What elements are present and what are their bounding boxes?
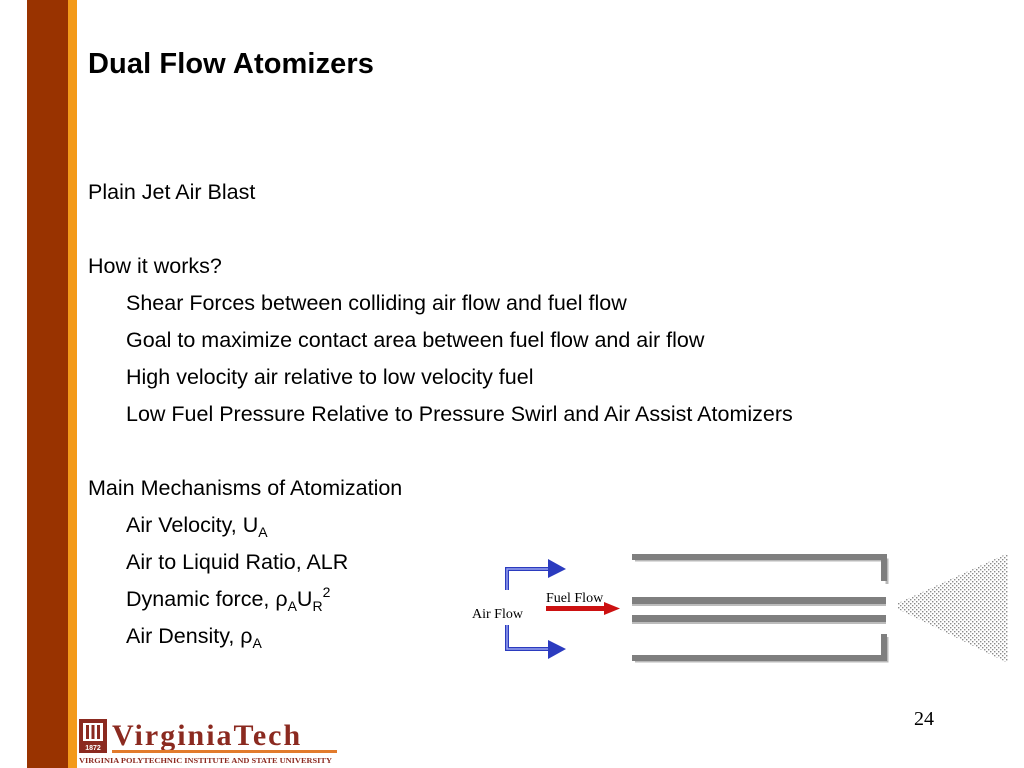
air-velocity-text: Air Velocity, U — [126, 513, 259, 537]
fuel-flow-label: Fuel Flow — [546, 591, 604, 606]
air-density-text: Air Density, ρ — [126, 624, 253, 648]
dynamic-force-sub-a: A — [287, 598, 297, 614]
air-velocity-subscript: A — [258, 524, 268, 540]
sub-bullet-contact-area: Goal to maximize contact area between fu… — [126, 328, 705, 352]
page-number: 24 — [914, 708, 934, 730]
atomizer-diagram: Fuel Flow Air Flow — [472, 553, 1008, 665]
bullet-how-it-works: How it works? — [88, 254, 222, 278]
air-flow-arrow-bottom — [505, 625, 566, 659]
air-flow-arrow-top — [505, 559, 566, 590]
sub-bullet-high-velocity: High velocity air relative to low veloci… — [126, 365, 534, 389]
air-flow-label: Air Flow — [472, 607, 524, 622]
logo-tagline: VIRGINIA POLYTECHNIC INSTITUTE AND STATE… — [79, 756, 333, 765]
sub-bullet-air-liquid-ratio: Air to Liquid Ratio, ALR — [126, 550, 349, 574]
sub-bullet-low-fuel-pressure: Low Fuel Pressure Relative to Pressure S… — [126, 402, 793, 426]
spray-cone — [898, 553, 1008, 663]
left-accent-bar-maroon — [27, 0, 68, 768]
vt-shield-icon: 1872 — [79, 719, 107, 753]
nozzle-housing — [632, 553, 889, 665]
virginia-tech-logo: 1872 VirginiaTech VIRGINIA POLYTECHNIC I… — [79, 719, 337, 765]
logo-underline — [112, 750, 337, 753]
logo-wordmark: VirginiaTech — [112, 719, 302, 752]
fuel-flow-arrow — [546, 602, 620, 615]
sub-bullet-air-density: Air Density, ρA — [126, 624, 262, 651]
sub-bullet-air-velocity: Air Velocity, UA — [126, 513, 268, 540]
bullet-plain-jet-air-blast: Plain Jet Air Blast — [88, 180, 256, 204]
air-density-subscript: A — [252, 635, 262, 651]
slide-title: Dual Flow Atomizers — [88, 48, 375, 80]
dynamic-force-text: Dynamic force, ρ — [126, 587, 288, 611]
dynamic-force-sup: 2 — [322, 584, 331, 600]
fuel-tube — [632, 597, 886, 624]
dynamic-force-sub-r: R — [312, 598, 323, 614]
logo-year: 1872 — [85, 745, 101, 752]
left-accent-bar-orange — [68, 0, 77, 768]
bullet-main-mechanisms: Main Mechanisms of Atomization — [88, 476, 403, 500]
sub-bullet-dynamic-force: Dynamic force, ρAUR2 — [126, 584, 331, 614]
dynamic-force-u: U — [296, 587, 313, 611]
sub-bullet-shear-forces: Shear Forces between colliding air flow … — [126, 291, 627, 315]
